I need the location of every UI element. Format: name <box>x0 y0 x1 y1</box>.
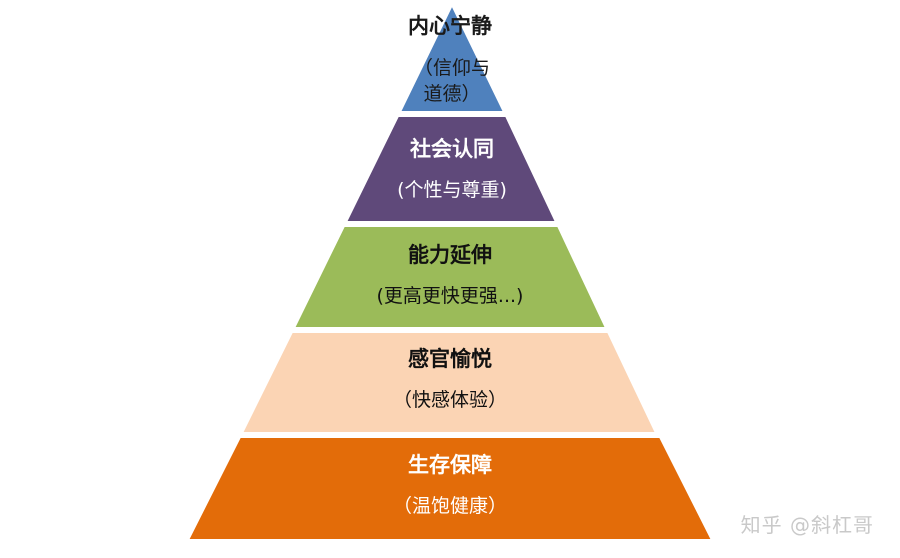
layer-5-shape <box>186 436 714 541</box>
layer-1-subtitle: （信仰与 <box>414 57 490 79</box>
layer-2-shape <box>344 115 558 223</box>
layer-3-subtitle: (更高更快更强...) <box>377 285 524 307</box>
layer-4-shape <box>240 331 658 434</box>
layer-3-title: 能力延伸 <box>408 243 492 267</box>
layer-1-title: 内心宁静 <box>408 14 492 38</box>
layer-2-subtitle: (个性与尊重) <box>397 179 507 201</box>
layer-3-shape <box>292 225 608 329</box>
layer-1-shape <box>398 2 506 113</box>
layer-5-title: 生存保障 <box>408 453 492 477</box>
layer-4-subtitle: （快感体验） <box>393 389 507 411</box>
layer-1-subtitle-line2: 道德） <box>423 83 480 105</box>
layer-2-title: 社会认同 <box>409 137 494 161</box>
layer-5-subtitle: （温饱健康） <box>393 495 507 517</box>
layer-4-title: 感官愉悦 <box>408 347 492 371</box>
zhihu-watermark: 知乎 @斜杠哥 <box>740 513 874 537</box>
